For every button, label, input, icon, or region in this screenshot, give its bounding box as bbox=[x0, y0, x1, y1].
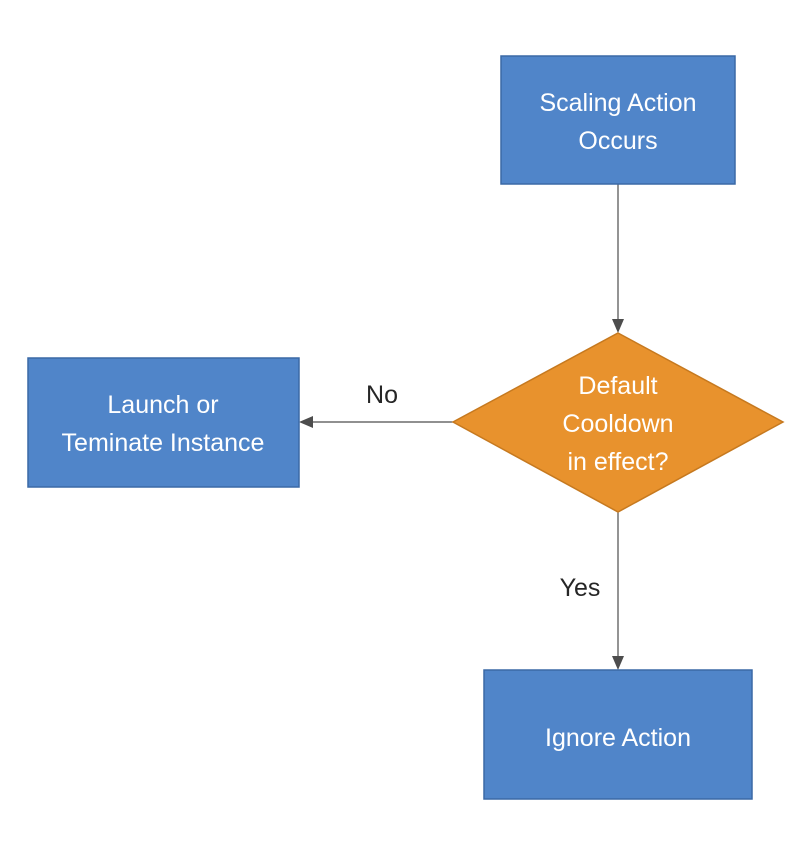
node-label-line: in effect? bbox=[567, 448, 668, 476]
node-label-line: Launch or bbox=[107, 391, 218, 419]
node-label-line: Scaling Action bbox=[539, 89, 696, 117]
node-ignore-action[interactable]: Ignore Action bbox=[483, 669, 753, 800]
edge-scaling-to-decision bbox=[612, 184, 624, 333]
process-box bbox=[483, 669, 753, 800]
edge-label-yes: Yes bbox=[560, 574, 601, 602]
process-box bbox=[27, 357, 300, 488]
node-label-line: Cooldown bbox=[562, 410, 673, 438]
node-label-line: Occurs bbox=[578, 127, 657, 155]
arrow-down-icon bbox=[612, 656, 624, 670]
node-launch-terminate[interactable]: Launch or Teminate Instance bbox=[27, 357, 300, 488]
node-cooldown-decision[interactable]: Default Cooldown in effect? bbox=[451, 332, 785, 513]
node-label-line: Teminate Instance bbox=[62, 429, 265, 457]
arrow-left-icon bbox=[299, 416, 313, 428]
node-label-line: Ignore Action bbox=[545, 724, 691, 752]
edge-label-no: No bbox=[366, 381, 398, 409]
edge-decision-to-launch: No bbox=[299, 381, 453, 428]
node-label-line: Default bbox=[578, 372, 657, 400]
node-scaling-action[interactable]: Scaling Action Occurs bbox=[500, 55, 736, 185]
decision-diamond bbox=[451, 332, 785, 513]
process-box bbox=[500, 55, 736, 185]
edge-decision-to-ignore: Yes bbox=[560, 512, 624, 670]
arrow-down-icon bbox=[612, 319, 624, 333]
